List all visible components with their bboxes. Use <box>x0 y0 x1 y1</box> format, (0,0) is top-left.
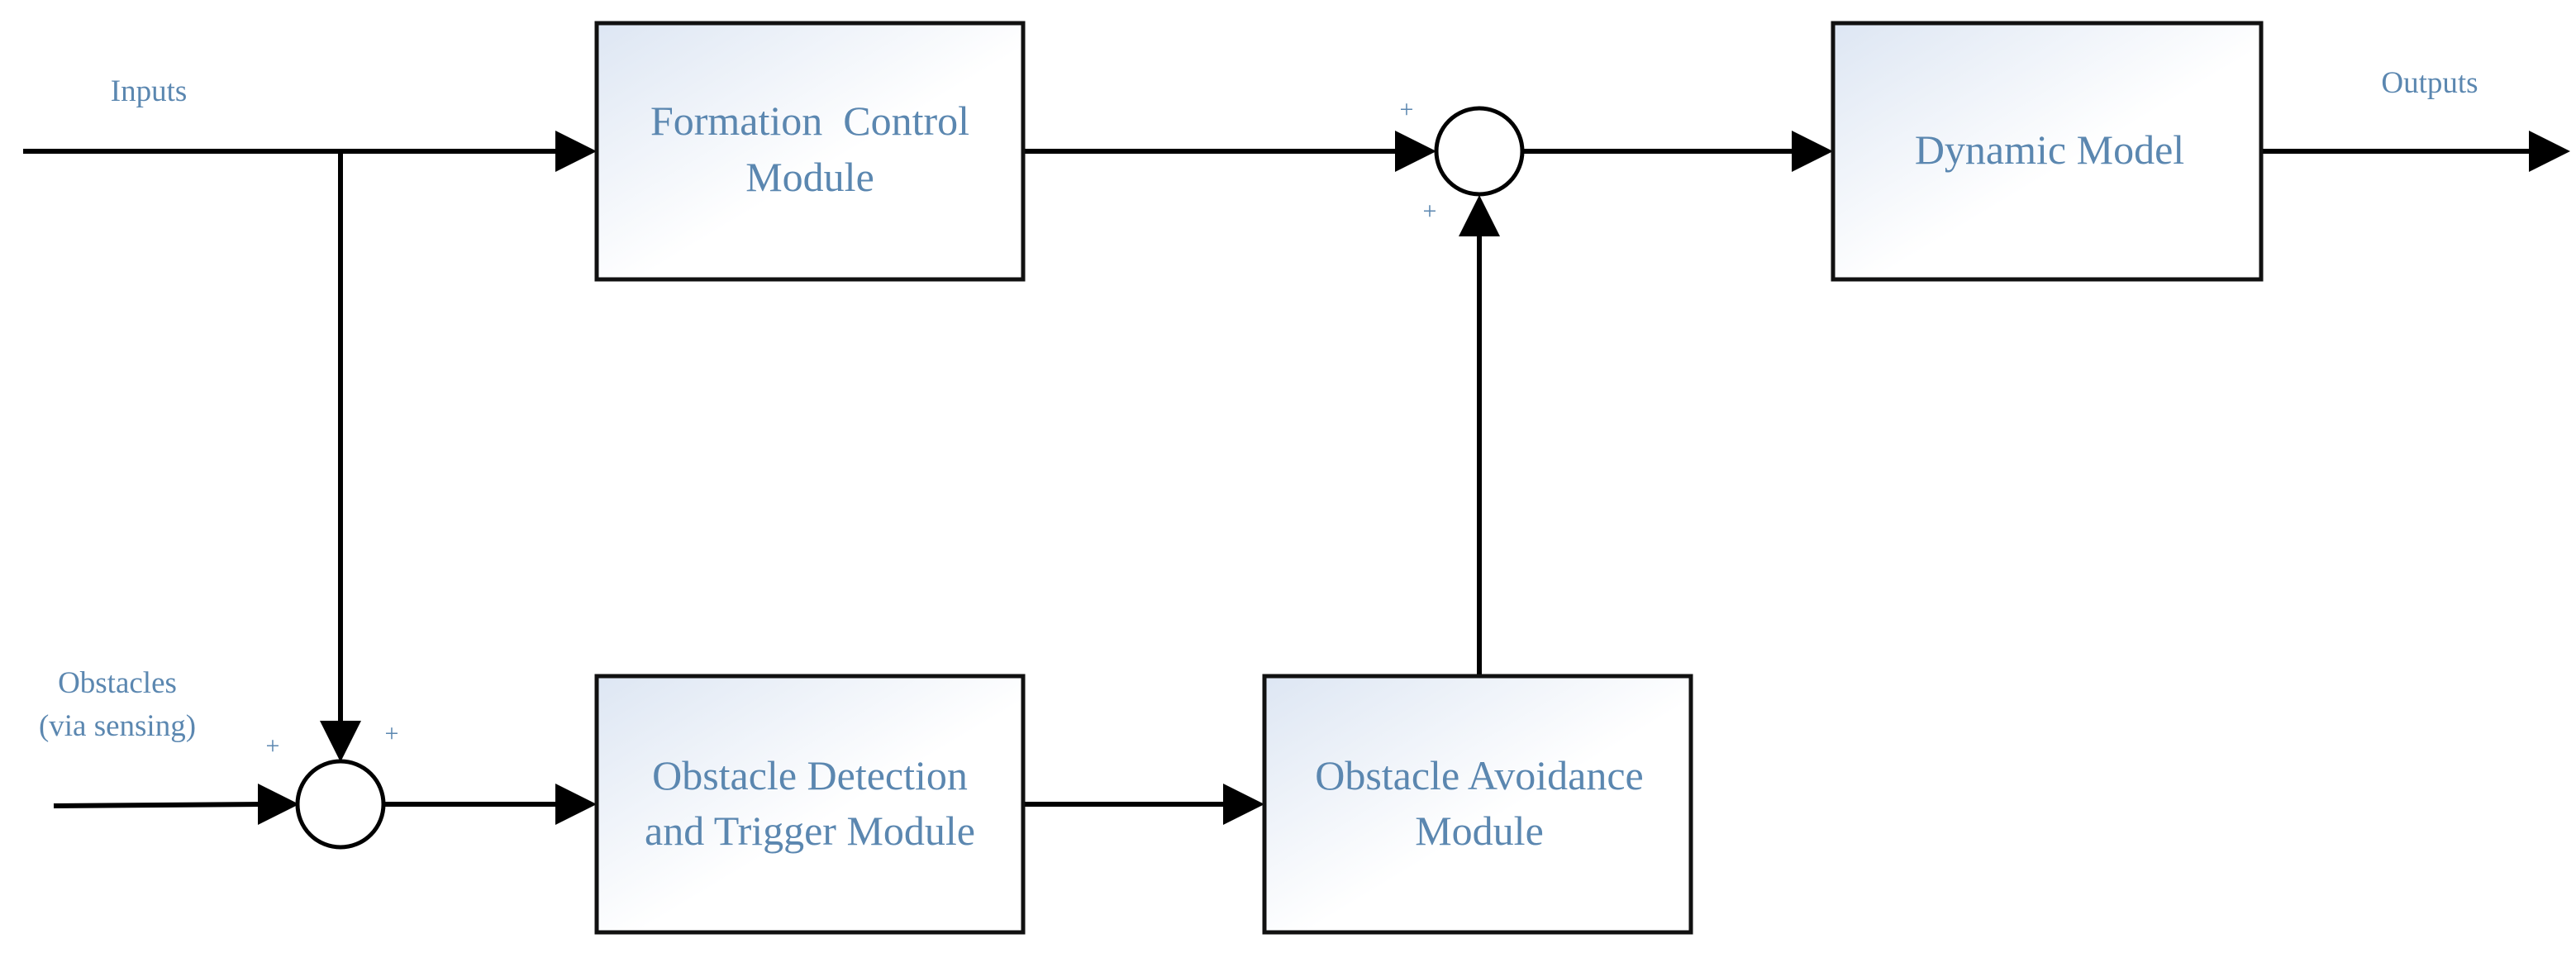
formation-control-line1: Formation Control <box>650 98 969 144</box>
obstacles-label-line1: Obstacles <box>58 666 177 700</box>
formation-to-sum-arrowhead <box>1395 131 1436 172</box>
formation-control-line2: Module <box>745 154 874 200</box>
sum-to-dynamic-arrowhead <box>1792 131 1833 172</box>
inputs-label: Inputs <box>111 74 188 108</box>
lower-junction-sign-left: + <box>266 732 280 760</box>
formation-control-block: Formation Control Module <box>594 21 1026 282</box>
upper-junction-sign-top: + <box>1400 96 1414 123</box>
obstacles-wire <box>53 802 265 808</box>
inputs-arrowhead <box>555 131 597 172</box>
lower-summing-junction <box>295 759 386 850</box>
upper-summing-junction <box>1434 106 1525 197</box>
lower-junction-sign-right: + <box>385 720 399 747</box>
avoidance-to-sum-arrowhead <box>1459 195 1500 236</box>
obstacle-avoidance-line2: Module <box>1415 808 1544 854</box>
upper-junction-sign-bottom: + <box>1423 198 1437 225</box>
obstacles-label-line2: (via sensing) <box>39 709 196 743</box>
branch-arrowhead <box>320 721 361 762</box>
outputs-arrowhead <box>2529 131 2570 172</box>
dynamic-model-label: Dynamic Model <box>1915 126 2184 173</box>
obstacle-avoidance-block: Obstacle Avoidance Module <box>1262 674 1693 935</box>
outputs-label: Outputs <box>2381 66 2478 100</box>
obstacle-detection-block: Obstacle Detection and Trigger Module <box>594 674 1026 935</box>
obstacle-detection-line1: Obstacle Detection <box>652 752 968 798</box>
sum-to-detection-arrowhead <box>555 784 597 825</box>
obstacles-arrowhead <box>258 784 299 825</box>
dynamic-model-block: Dynamic Model <box>1831 21 2264 282</box>
detection-to-avoidance-arrowhead <box>1223 784 1264 825</box>
obstacle-avoidance-line1: Obstacle Avoidance <box>1315 752 1644 798</box>
obstacle-detection-line2: and Trigger Module <box>645 808 975 854</box>
